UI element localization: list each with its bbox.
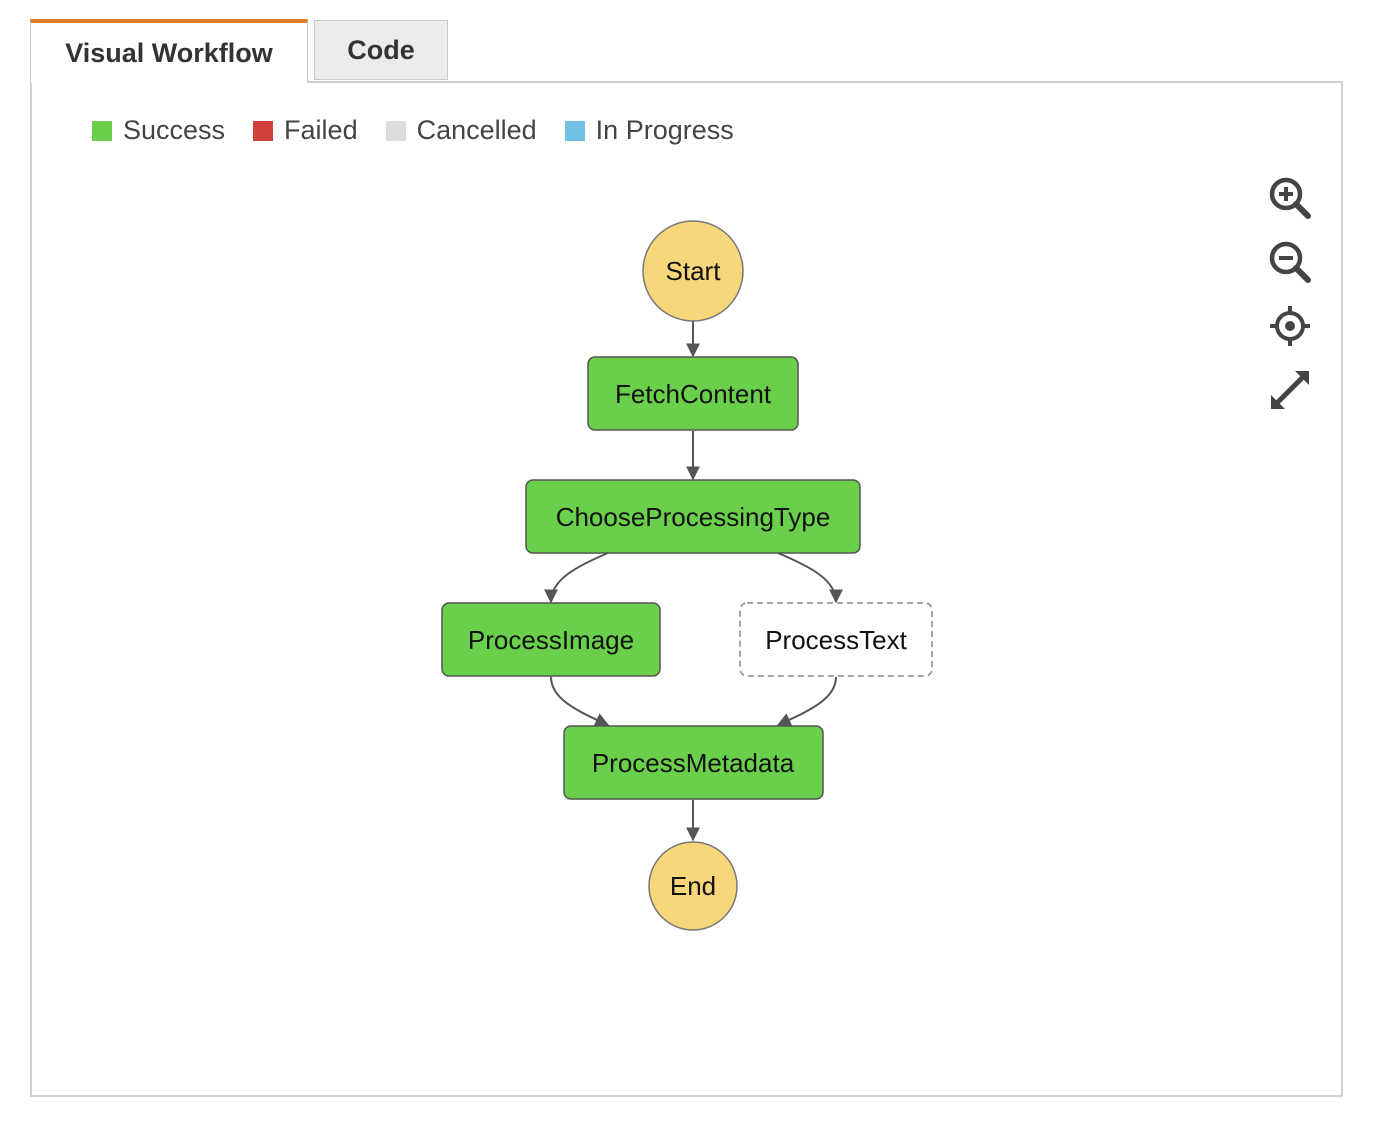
state-process-text[interactable]: ProcessText	[739, 602, 933, 677]
in-progress-swatch	[564, 120, 585, 141]
zoom-in-icon[interactable]	[1267, 175, 1313, 221]
legend-item-failed: Failed	[253, 115, 358, 146]
legend-label: Failed	[284, 115, 358, 145]
legend-item-in-progress: In Progress	[564, 115, 734, 146]
legend-label: In Progress	[595, 115, 734, 145]
tab-visual-workflow[interactable]: Visual Workflow	[30, 19, 308, 83]
state-fetch-content[interactable]: FetchContent	[587, 356, 799, 431]
graph-controls	[1267, 175, 1313, 431]
state-choose-processing-type[interactable]: ChooseProcessingType	[525, 479, 861, 554]
state-label: FetchContent	[615, 379, 772, 409]
tab-code[interactable]: Code	[314, 20, 448, 80]
failed-swatch	[253, 120, 274, 141]
end-label: End	[670, 871, 716, 901]
legend-label: Cancelled	[416, 115, 537, 145]
state-label: ProcessImage	[468, 625, 634, 655]
legend-label: Success	[123, 115, 226, 145]
edge-image-metadata	[550, 676, 610, 727]
edge-choose-image	[544, 552, 609, 604]
end-node[interactable]: End	[648, 841, 738, 931]
start-label: Start	[666, 256, 722, 286]
state-process-image[interactable]: ProcessImage	[441, 602, 661, 677]
state-label: ProcessText	[765, 625, 907, 655]
edge-text-metadata	[776, 676, 837, 727]
edge-choose-text	[777, 552, 843, 604]
expand-icon[interactable]	[1267, 367, 1313, 413]
zoom-out-icon[interactable]	[1267, 239, 1313, 285]
success-swatch	[92, 120, 112, 141]
legend: Success Failed Cancelled In Progress	[92, 115, 762, 146]
legend-item-success: Success	[92, 115, 225, 146]
start-node[interactable]: Start	[642, 220, 744, 322]
state-process-metadata[interactable]: ProcessMetadata	[563, 725, 824, 800]
center-icon[interactable]	[1267, 303, 1313, 349]
cancelled-swatch	[385, 120, 406, 141]
state-label: ChooseProcessingType	[556, 502, 831, 532]
state-label: ProcessMetadata	[592, 748, 795, 778]
edges	[544, 321, 843, 842]
legend-item-cancelled: Cancelled	[385, 115, 537, 146]
